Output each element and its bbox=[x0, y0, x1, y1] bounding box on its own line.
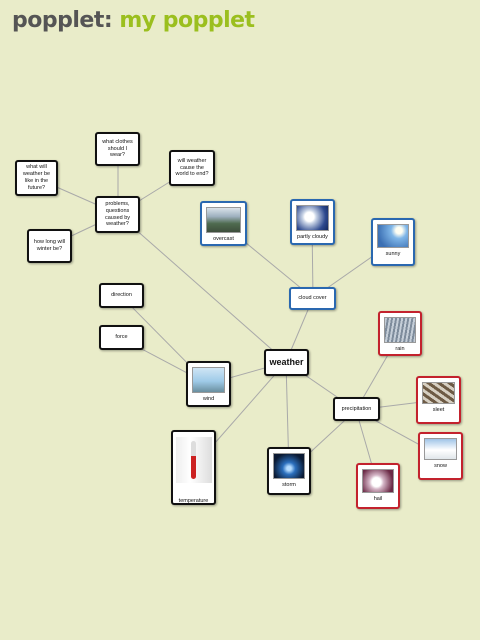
popplet-problems[interactable]: problems, questions caused by weather? bbox=[95, 196, 140, 233]
popplet-clothes-text: what clothes should I wear? bbox=[102, 138, 133, 159]
popplet-overcast[interactable]: overcast bbox=[200, 201, 247, 246]
popplet-snow[interactable]: snow bbox=[418, 432, 463, 480]
popplet-partly-cloudy[interactable]: partly cloudy bbox=[290, 199, 335, 245]
snow-photo bbox=[423, 438, 458, 460]
popplet-hail[interactable]: hail bbox=[356, 463, 400, 509]
popplet-snow-text: snow bbox=[434, 463, 447, 469]
popplet-cloud-cover[interactable]: cloud cover bbox=[289, 287, 336, 310]
overcast-photo bbox=[205, 207, 242, 233]
popplet-direction-text: direction bbox=[111, 292, 132, 299]
popplet-rain-text: rain bbox=[395, 346, 405, 352]
app-brand: popplet: bbox=[12, 8, 113, 33]
partly-cloudy-photo bbox=[295, 205, 330, 231]
popplet-clothes[interactable]: what clothes should I wear? bbox=[95, 132, 140, 166]
rain-photo bbox=[383, 317, 417, 343]
sleet-photo bbox=[421, 382, 456, 404]
popplet-direction[interactable]: direction bbox=[99, 283, 144, 308]
popplet-end-world-text: will weather cause the world to end? bbox=[175, 157, 209, 178]
popplet-sleet-text: sleet bbox=[432, 407, 445, 413]
popplet-temperature-text: temperature bbox=[178, 498, 209, 504]
popplet-rain[interactable]: rain bbox=[378, 311, 422, 356]
popplet-winter-text: how long will winter be? bbox=[33, 239, 66, 252]
hail-photo bbox=[361, 469, 395, 493]
wind-turbine-photo bbox=[191, 367, 226, 393]
popplet-future[interactable]: what will weather be like in the future? bbox=[15, 160, 58, 196]
popplet-storm-text: storm bbox=[282, 482, 296, 488]
popplet-wind[interactable]: wind bbox=[186, 361, 231, 407]
sunny-photo bbox=[376, 224, 410, 248]
app-header: popplet: my popplet bbox=[12, 8, 255, 38]
popplet-overcast-text: overcast bbox=[213, 236, 234, 242]
popplet-sunny[interactable]: sunny bbox=[371, 218, 415, 266]
popplet-hail-text: hail bbox=[373, 496, 383, 502]
thermometer-photo bbox=[175, 437, 212, 483]
popplet-partly-cloudy-text: partly cloudy bbox=[297, 234, 328, 240]
popplet-cloud-cover-text: cloud cover bbox=[298, 295, 327, 302]
link-problems-weather bbox=[117, 213, 287, 363]
popplet-storm[interactable]: storm bbox=[267, 447, 311, 495]
popplet-sunny-text: sunny bbox=[385, 251, 401, 257]
popplet-title[interactable]: my popplet bbox=[119, 8, 255, 33]
popplet-force[interactable]: force bbox=[99, 325, 144, 350]
popplet-precipitation-text: precipitation bbox=[341, 405, 372, 412]
popplet-end-world[interactable]: will weather cause the world to end? bbox=[169, 150, 215, 186]
popplet-temperature[interactable]: temperature bbox=[171, 430, 216, 505]
popplet-winter[interactable]: how long will winter be? bbox=[27, 229, 72, 263]
popplet-weather[interactable]: weather bbox=[264, 349, 309, 376]
storm-photo bbox=[272, 453, 306, 479]
popplet-weather-text: weather bbox=[269, 356, 304, 367]
popplet-sleet[interactable]: sleet bbox=[416, 376, 461, 424]
popplet-future-text: what will weather be like in the future? bbox=[22, 164, 51, 191]
popplet-problems-text: problems, questions caused by weather? bbox=[104, 200, 131, 228]
popplet-wind-text: wind bbox=[202, 396, 215, 402]
popplet-precipitation[interactable]: precipitation bbox=[333, 397, 380, 421]
popplet-force-text: force bbox=[115, 334, 128, 341]
